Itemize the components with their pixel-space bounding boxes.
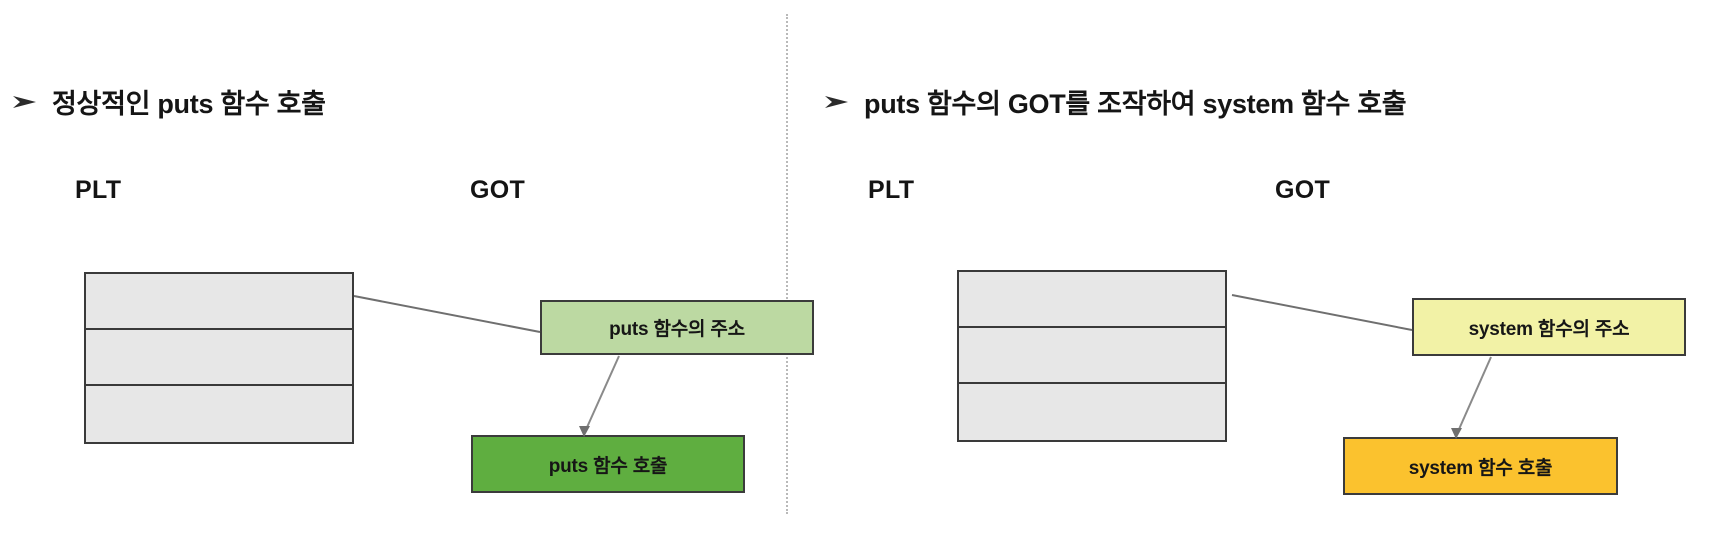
plt-row [959,328,1225,384]
panel-normal-flow: 정상적인 puts 함수 호출 PLT GOT puts 함수의 주소 puts… [0,0,814,545]
plt-row [86,274,352,330]
panel-title-text: puts 함수의 GOT를 조작하여 system 함수 호출 [864,89,1407,119]
function-call-box-right: system 함수 호출 [1343,437,1618,495]
plt-row [959,384,1225,440]
plt-row [86,386,352,442]
plt-table-right [957,270,1227,442]
plt-row [86,330,352,386]
got-entry-box-right: system 함수의 주소 [1412,298,1686,356]
panel-title-text: 정상적인 puts 함수 호출 [52,89,326,119]
caption-got-right: GOT [1275,176,1331,204]
got-entry-box-left: puts 함수의 주소 [540,300,814,355]
panel-title-normal: 정상적인 puts 함수 호출 [12,82,326,121]
function-call-box-left: puts 함수 호출 [471,435,745,493]
caption-got-left: GOT [470,176,526,204]
arrow-bullet-icon [12,93,38,111]
panel-hijacked-flow: puts 함수의 GOT를 조작하여 system 함수 호출 PLT GOT [800,0,1726,545]
panel-title-hijacked: puts 함수의 GOT를 조작하여 system 함수 호출 [824,82,1407,121]
panel-divider [786,14,788,514]
plt-row [959,272,1225,328]
caption-plt-left: PLT [75,176,122,204]
caption-plt-right: PLT [868,176,915,204]
arrow-bullet-icon [824,93,850,111]
plt-table-left [84,272,354,444]
